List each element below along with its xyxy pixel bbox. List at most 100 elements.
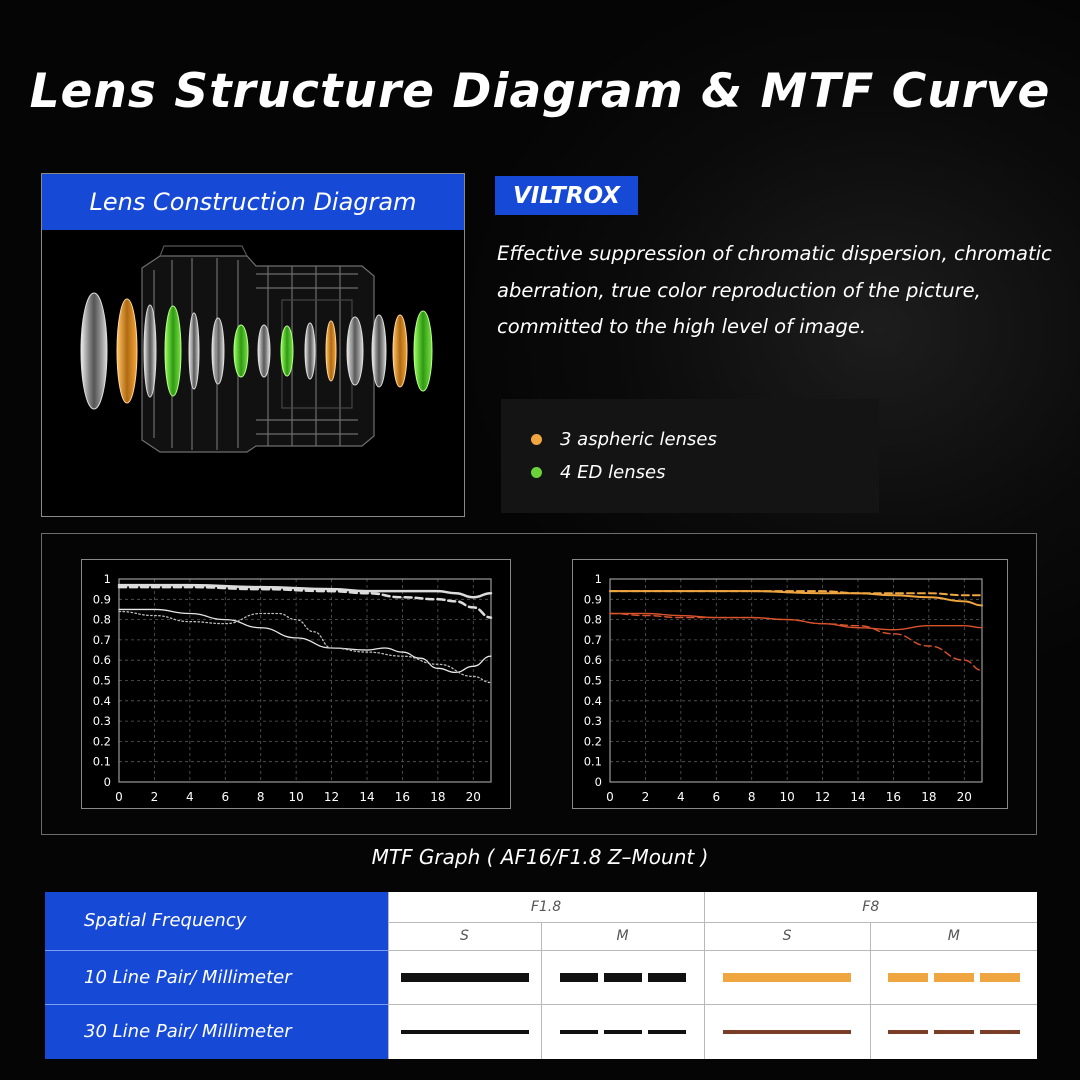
dash-swatch xyxy=(933,1029,974,1034)
y-tick-label: 0.6 xyxy=(584,653,602,667)
y-tick-label: 0.3 xyxy=(93,714,111,728)
lens-element-standard xyxy=(80,292,108,410)
series-line-3 xyxy=(118,610,492,684)
x-tick-label: 0 xyxy=(115,790,123,804)
lens-element-standard xyxy=(257,324,271,378)
lens-diagram-title: Lens Construction Diagram xyxy=(42,174,464,230)
orange-dot-icon xyxy=(531,434,542,445)
lens-element-ed xyxy=(164,305,182,397)
solid-line-swatch xyxy=(723,1029,852,1034)
x-tick-label: 20 xyxy=(466,790,481,804)
line-sample-10lp-f8-m xyxy=(869,949,1038,1004)
y-tick-label: 0.2 xyxy=(584,734,602,748)
x-tick-label: 0 xyxy=(606,790,614,804)
lens-element-standard xyxy=(211,317,225,385)
dash-swatch xyxy=(933,972,974,982)
lens-construction-illustration xyxy=(80,245,433,453)
lens-element-aspheric xyxy=(325,320,337,382)
x-tick-label: 2 xyxy=(151,790,159,804)
y-tick-label: 0 xyxy=(104,775,111,789)
y-tick-label: 0.1 xyxy=(584,755,602,769)
dash-swatch xyxy=(603,972,642,982)
x-tick-label: 6 xyxy=(712,790,720,804)
brand-logo: VILTROX xyxy=(495,176,638,215)
sub-header-s: S xyxy=(387,922,541,950)
line-sample-10lp-f18-m xyxy=(540,949,705,1004)
mtf-legend-table: Spatial Frequency F1.8 F8 S M S M 10 Lin… xyxy=(45,892,1038,1059)
y-tick-label: 0.8 xyxy=(584,613,602,627)
series-line-1 xyxy=(117,585,493,619)
legend-label: 3 aspheric lenses xyxy=(560,429,717,450)
solid-line-swatch xyxy=(400,1029,529,1034)
x-tick-label: 4 xyxy=(186,790,194,804)
x-tick-label: 4 xyxy=(677,790,685,804)
table-row: 10 Line Pair/ Millimeter xyxy=(45,949,1038,1004)
dash-swatch xyxy=(887,1029,928,1034)
dash-swatch xyxy=(887,972,928,982)
x-tick-label: 12 xyxy=(324,790,339,804)
spatial-frequency-header: Spatial Frequency xyxy=(45,892,388,950)
x-tick-label: 12 xyxy=(815,790,830,804)
solid-line-swatch xyxy=(400,972,529,982)
row-label-10lp: 10 Line Pair/ Millimeter xyxy=(45,949,388,1004)
aperture-header-f18: F1.8 xyxy=(387,892,705,923)
table-row: 30 Line Pair/ Millimeter xyxy=(45,1003,1038,1059)
x-tick-label: 8 xyxy=(257,790,265,804)
dash-swatch xyxy=(647,1029,686,1034)
y-tick-label: 0.3 xyxy=(584,714,602,728)
sub-header-m: M xyxy=(869,922,1038,950)
dash-swatch xyxy=(559,972,598,982)
chart-caption: MTF Graph ( AF16/F1.8 Z–Mount ) xyxy=(371,845,709,869)
y-tick-label: 0.4 xyxy=(93,694,111,708)
y-tick-label: 0.7 xyxy=(93,633,111,647)
legend-item-aspheric: 3 aspheric lenses xyxy=(531,429,717,450)
y-tick-label: 0.8 xyxy=(93,613,111,627)
x-tick-label: 18 xyxy=(921,790,936,804)
y-tick-label: 0.4 xyxy=(584,694,602,708)
row-label-30lp: 30 Line Pair/ Millimeter xyxy=(45,1003,388,1059)
lens-element-ed xyxy=(280,325,294,377)
plot-area-border xyxy=(118,578,492,783)
x-tick-label: 14 xyxy=(359,790,374,804)
line-sample-30lp-f18-m xyxy=(540,1003,705,1059)
green-dot-icon xyxy=(531,467,542,478)
solid-line-swatch xyxy=(723,972,852,982)
lens-element-standard xyxy=(346,316,364,386)
x-tick-label: 20 xyxy=(957,790,972,804)
line-sample-30lp-f18-s xyxy=(387,1003,541,1059)
description-text: Effective suppression of chromatic dispe… xyxy=(497,242,1052,338)
x-tick-label: 18 xyxy=(430,790,445,804)
x-tick-label: 2 xyxy=(642,790,650,804)
series-line-0 xyxy=(117,583,493,599)
lens-element-standard xyxy=(304,322,316,380)
x-tick-label: 16 xyxy=(886,790,901,804)
dash-swatch xyxy=(647,972,686,982)
y-tick-label: 0.6 xyxy=(93,653,111,667)
series-line-3 xyxy=(609,612,983,672)
sub-header-m: M xyxy=(540,922,705,950)
x-tick-label: 14 xyxy=(850,790,865,804)
lens-legend: 3 aspheric lenses 4 ED lenses xyxy=(501,399,879,513)
page-title: Lens Structure Diagram & MTF Curve xyxy=(29,64,1051,119)
y-tick-label: 0.9 xyxy=(93,592,111,606)
lens-diagram-panel: Lens Construction Diagram xyxy=(41,173,465,517)
x-tick-label: 10 xyxy=(780,790,795,804)
line-sample-30lp-f8-m xyxy=(869,1003,1038,1059)
line-sample-10lp-f18-s xyxy=(387,949,541,1004)
y-tick-label: 0.7 xyxy=(584,633,602,647)
legend-label: 4 ED lenses xyxy=(560,462,666,483)
lens-element-aspheric xyxy=(116,298,138,404)
lens-element-standard xyxy=(188,312,200,390)
plot-area-border xyxy=(609,578,983,783)
y-tick-label: 0.2 xyxy=(93,734,111,748)
sub-header-s: S xyxy=(703,922,871,950)
series-line-2 xyxy=(609,612,983,631)
line-sample-10lp-f8-s xyxy=(703,949,871,1004)
lens-element-aspheric xyxy=(392,314,408,388)
y-tick-label: 0.1 xyxy=(93,755,111,769)
dash-swatch xyxy=(559,1029,598,1034)
legend-item-ed: 4 ED lenses xyxy=(531,462,665,483)
